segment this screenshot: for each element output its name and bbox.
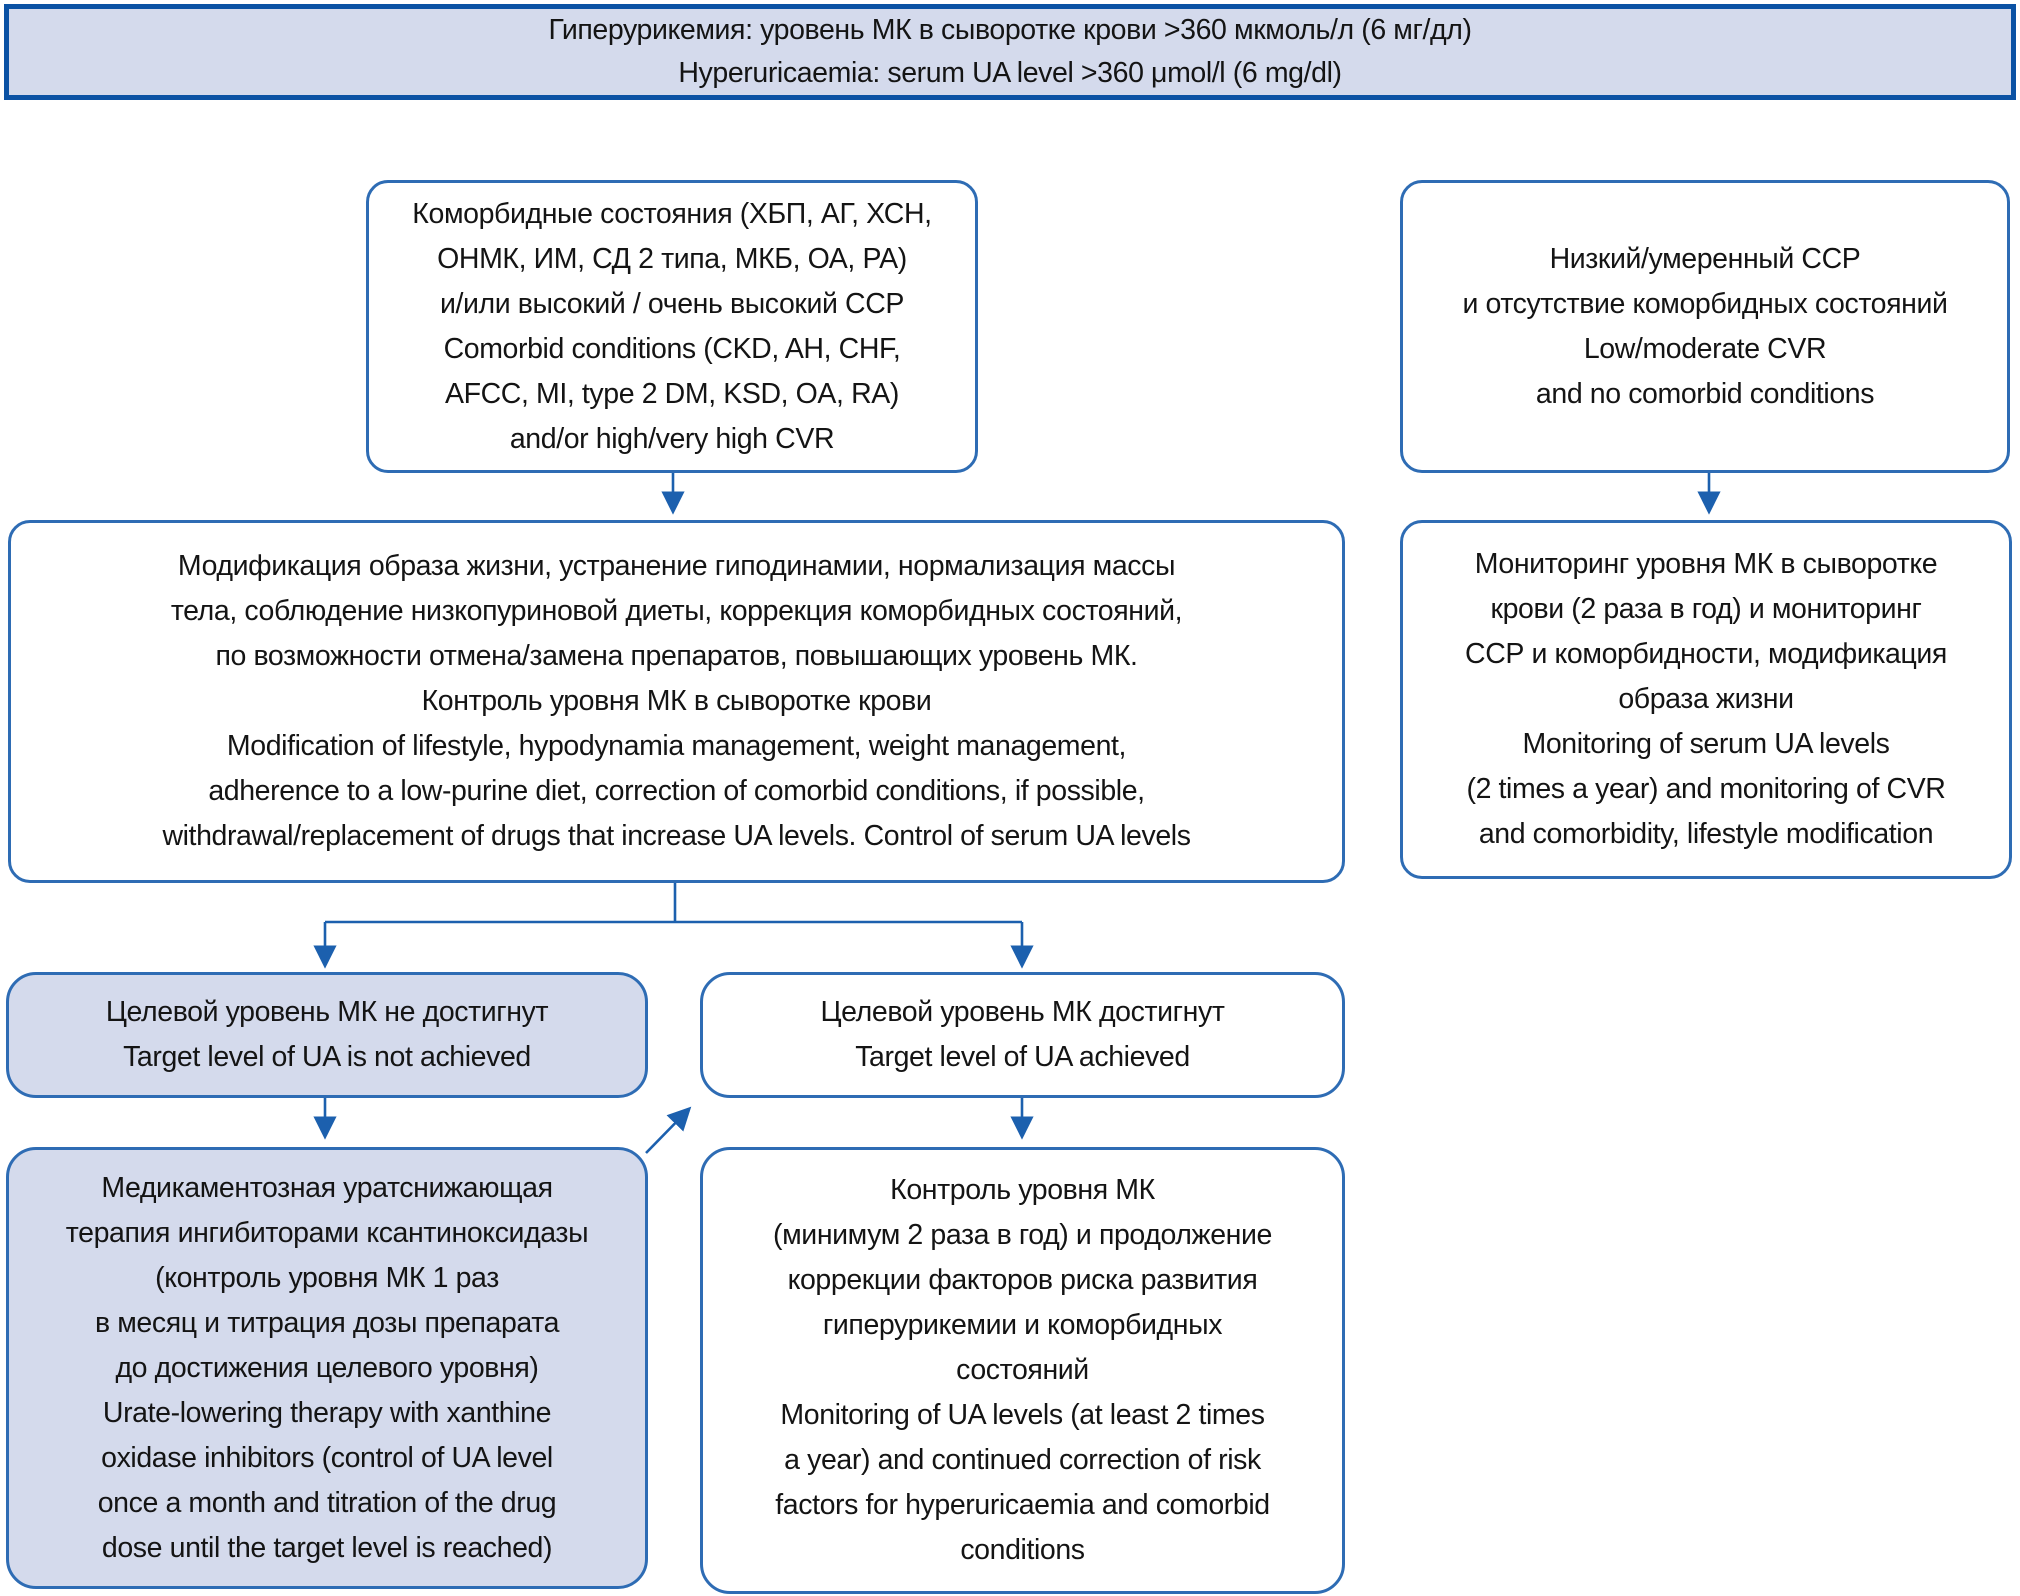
box-lifestyle-modification-text: Модификация образа жизни, устранение гип… xyxy=(162,550,1191,852)
box-comorbid-high-risk-text: Коморбидные состояния (ХБП, АГ, ХСН, ОНМ… xyxy=(412,197,932,455)
box-target-achieved-text: Целевой уровень МК достигнут Target leve… xyxy=(820,996,1225,1073)
box-lifestyle-modification: Модификация образа жизни, устранение гип… xyxy=(8,520,1345,883)
box-urate-lowering-therapy-text: Медикаментозная уратснижающая терапия ин… xyxy=(65,1171,589,1564)
box-target-not-achieved-text: Целевой уровень МК не достигнут Target l… xyxy=(105,996,549,1073)
box-low-moderate-risk-text: Низкий/умеренный ССР и отсутствие коморб… xyxy=(1462,242,1948,410)
box-monitoring-low-risk: Мониторинг уровня МК в сыворотке крови (… xyxy=(1400,520,2012,879)
header-text: Гиперурикемия: уровень МК в сыворотке кр… xyxy=(548,14,1472,89)
box-low-moderate-risk: Низкий/умеренный ССР и отсутствие коморб… xyxy=(1400,180,2010,473)
box-ua-control-text: Контроль уровня МК (минимум 2 раза в год… xyxy=(773,1174,1272,1566)
box-target-achieved: Целевой уровень МК достигнут Target leve… xyxy=(700,972,1345,1098)
arrow-therapy-to-achieved xyxy=(645,1106,692,1154)
header-box-hyperuricaemia: Гиперурикемия: уровень МК в сыворотке кр… xyxy=(4,4,2016,100)
box-ua-control: Контроль уровня МК (минимум 2 раза в год… xyxy=(700,1147,1345,1594)
box-target-not-achieved: Целевой уровень МК не достигнут Target l… xyxy=(6,972,648,1098)
box-comorbid-high-risk: Коморбидные состояния (ХБП, АГ, ХСН, ОНМ… xyxy=(366,180,978,473)
box-monitoring-low-risk-text: Мониторинг уровня МК в сыворотке крови (… xyxy=(1465,548,1947,850)
box-urate-lowering-therapy: Медикаментозная уратснижающая терапия ин… xyxy=(6,1147,648,1589)
